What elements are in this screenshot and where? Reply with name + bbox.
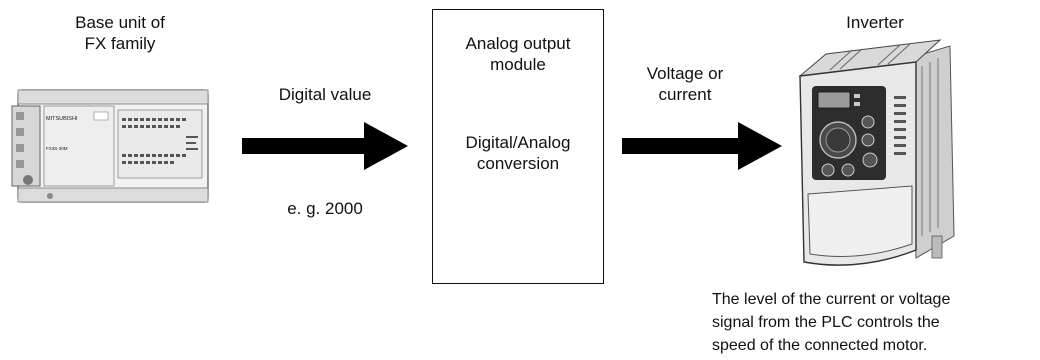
example-value-label: e. g. 2000 (287, 199, 363, 218)
caption-text: The level of the current or voltage sign… (712, 288, 1032, 357)
voltage-current-line-1: Voltage or (646, 64, 724, 83)
analog-signal-arrow (622, 122, 782, 170)
module-function: Digital/Analog conversion (433, 132, 603, 174)
plc-label-line-1: Base unit of (75, 13, 165, 32)
plc-model-text: FX3S-30M (46, 146, 68, 151)
plc-label: Base unit of FX family (40, 12, 200, 54)
digital-signal-arrow (242, 122, 408, 170)
plc-base-unit-image: MITSUBISHI FX3S-30M (11, 89, 209, 203)
caption-line-1: The level of the current or voltage (712, 291, 951, 308)
module-title: Analog output module (433, 33, 603, 75)
caption-line-3: speed of the connected motor. (712, 337, 928, 354)
caption-line-2: signal from the PLC controls the (712, 314, 940, 331)
module-function-line-1: Digital/Analog (465, 133, 571, 152)
inverter-label: Inverter (846, 13, 904, 32)
voltage-current-label: Voltage or current (630, 63, 740, 105)
module-title-line-1: Analog output (465, 34, 571, 53)
plc-brand-text: MITSUBISHI (46, 116, 78, 122)
plc-label-line-2: FX family (84, 34, 156, 53)
voltage-current-line-2: current (658, 85, 712, 104)
digital-value-label: Digital value (278, 85, 372, 104)
module-function-line-2: conversion (476, 154, 560, 173)
analog-output-module-box: Analog output module Digital/Analog conv… (432, 9, 604, 284)
inverter-image (798, 39, 955, 266)
module-title-line-2: module (490, 55, 546, 74)
